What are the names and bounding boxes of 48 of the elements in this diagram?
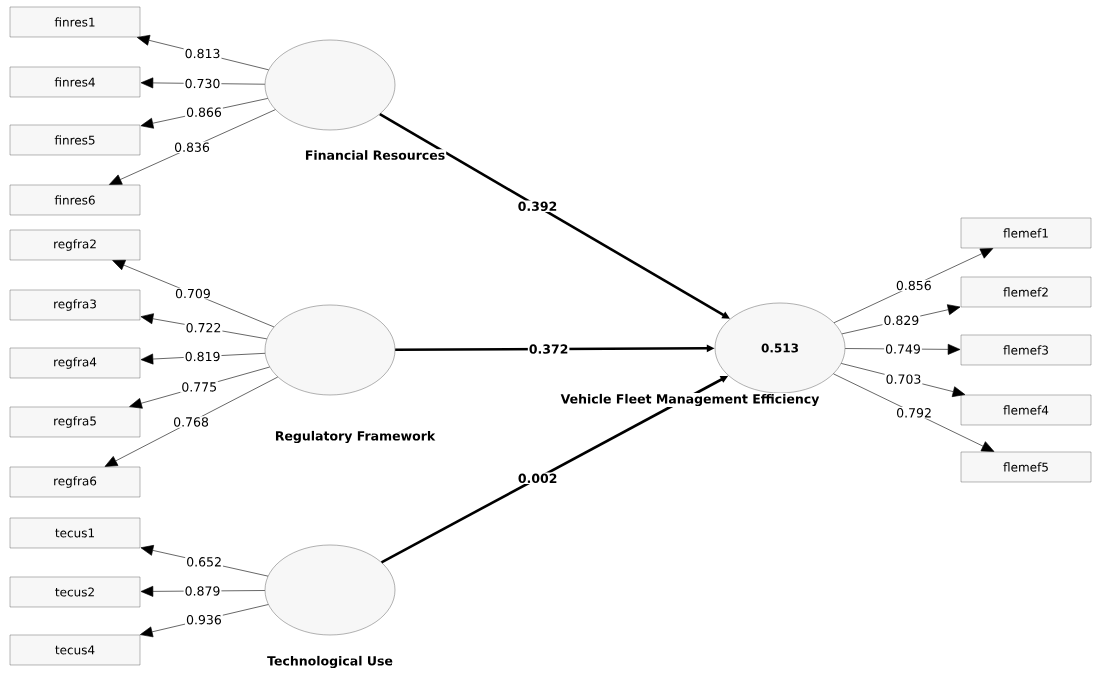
edge-label: 0.792 — [897, 408, 931, 418]
edge-label: 0.856 — [896, 280, 931, 291]
indicator-box: flemef4 — [960, 394, 1092, 426]
arrow — [112, 260, 275, 328]
construct-ellipse — [264, 544, 396, 636]
edge-label: 0.936 — [186, 614, 222, 625]
indicator-box: finres1 — [9, 6, 141, 38]
indicator-box: regfra5 — [9, 406, 141, 438]
indicator-box: flemef5 — [960, 451, 1092, 483]
arrow — [833, 373, 995, 452]
indicator-box: finres5 — [9, 124, 141, 156]
indicator-box: regfra2 — [9, 229, 141, 261]
indicator-box: regfra4 — [9, 347, 141, 379]
indicator-box: tecus2 — [9, 576, 141, 608]
edge-label: 0.768 — [174, 417, 209, 427]
edge-label: 0.703 — [886, 374, 921, 384]
indicator-box: finres4 — [9, 66, 141, 98]
indicator-box: finres6 — [9, 184, 141, 216]
edge-label: 0.866 — [186, 107, 222, 117]
edge-label: 0.722 — [186, 322, 221, 333]
indicator-box: tecus1 — [9, 517, 141, 549]
edge-label: 0.879 — [185, 586, 220, 596]
edge-label: 0.749 — [885, 344, 920, 354]
arrow — [109, 109, 276, 185]
arrow — [140, 585, 266, 597]
edge-label: 0.775 — [182, 382, 216, 392]
edge-label: 0.652 — [187, 557, 221, 567]
indicator-box: regfra6 — [9, 466, 141, 498]
edge-label: 0.002 — [518, 473, 557, 484]
indicator-box: flemef1 — [960, 217, 1092, 249]
construct-ellipse — [264, 39, 396, 131]
construct-ellipse — [264, 304, 396, 396]
edge-label: 0.813 — [185, 48, 220, 59]
indicator-box: flemef3 — [960, 334, 1092, 366]
edge-label: 0.372 — [529, 344, 568, 354]
indicator-box: flemef2 — [960, 276, 1092, 308]
indicator-box: tecus4 — [9, 634, 141, 666]
edge-label: 0.819 — [185, 351, 220, 362]
indicator-box: regfra3 — [9, 289, 141, 321]
edge-label: 0.829 — [884, 315, 919, 326]
construct-label: Financial Resources — [303, 149, 447, 161]
arrow — [104, 376, 279, 467]
edge-label: 0.730 — [185, 78, 220, 89]
arrow — [844, 343, 961, 355]
edge-label: 0.392 — [518, 201, 557, 211]
edge-label: 0.709 — [175, 288, 210, 299]
edge-label: 0.836 — [174, 142, 210, 152]
arrow — [833, 248, 994, 324]
